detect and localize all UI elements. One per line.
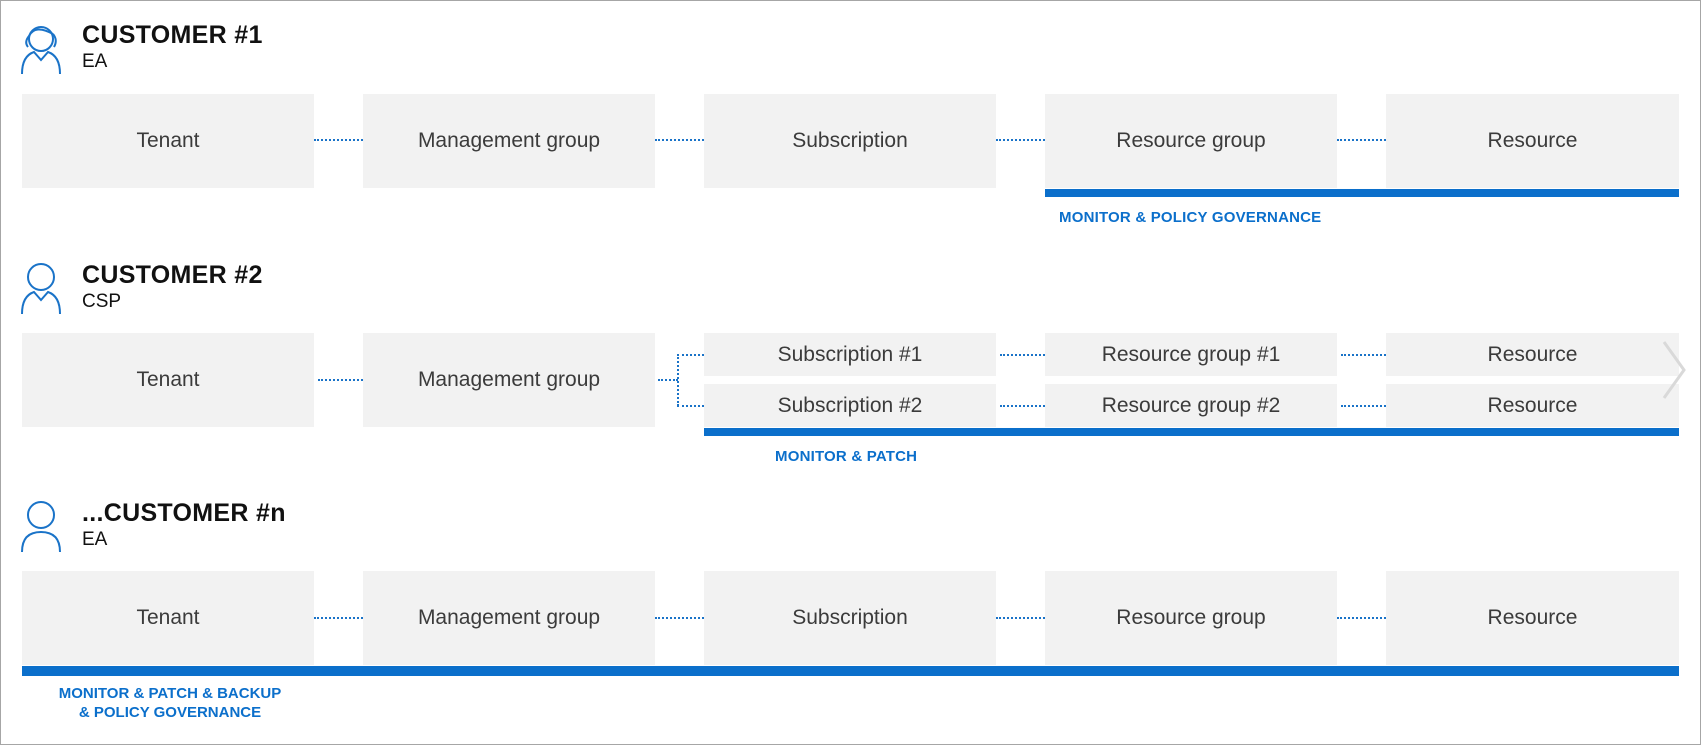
scope-bar	[1045, 189, 1679, 197]
resource-group-box: Resource group	[1045, 571, 1337, 665]
connector-line	[655, 617, 704, 619]
resource-group-box: Resource group	[1045, 94, 1337, 188]
resource-box: Resource	[1386, 333, 1679, 376]
woman-user-icon	[21, 26, 61, 75]
customer-n-title: ...CUSTOMER #n	[82, 499, 286, 527]
connector-line	[996, 617, 1045, 619]
customer-2-subtitle: CSP	[82, 291, 122, 312]
connector-line	[1000, 405, 1045, 407]
man-user-icon	[21, 263, 61, 315]
connector-line	[1000, 354, 1045, 356]
customer-1-subtitle: EA	[82, 51, 108, 72]
customer-n-subtitle: EA	[82, 529, 108, 550]
scope-bar	[704, 428, 1679, 436]
connector-line	[1341, 405, 1386, 407]
management-group-box: Management group	[363, 94, 655, 188]
chevron-right-icon	[1662, 341, 1686, 399]
connector-line	[655, 139, 704, 141]
resource-box: Resource	[1386, 94, 1679, 188]
scope-caption-line: MONITOR & PATCH & BACKUP	[58, 685, 282, 702]
management-group-box: Management group	[363, 571, 655, 665]
connector-line	[1341, 354, 1386, 356]
tenant-box: Tenant	[22, 94, 314, 188]
customer-2-title: CUSTOMER #2	[82, 261, 263, 289]
scope-bar	[22, 666, 1679, 676]
connector-line	[1337, 139, 1386, 141]
subscription-box: Subscription	[704, 571, 996, 665]
resource-group-1-box: Resource group #1	[1045, 333, 1337, 376]
subscription-1-box: Subscription #1	[704, 333, 996, 376]
scope-caption: MONITOR & PATCH & BACKUP & POLICY GOVERN…	[50, 684, 290, 722]
connector-line	[318, 379, 363, 381]
connector-line	[314, 617, 363, 619]
connector-line	[314, 139, 363, 141]
connector-line	[658, 379, 678, 381]
branch-connector	[677, 354, 679, 406]
connector-line	[677, 354, 704, 356]
user-icon	[21, 501, 61, 553]
subscription-2-box: Subscription #2	[704, 384, 996, 427]
connector-line	[996, 139, 1045, 141]
scope-caption: MONITOR & PATCH	[775, 448, 918, 465]
tenant-box: Tenant	[22, 333, 314, 427]
scope-caption-line: & POLICY GOVERNANCE	[78, 704, 262, 721]
management-group-box: Management group	[363, 333, 655, 427]
resource-box: Resource	[1386, 571, 1679, 665]
subscription-box: Subscription	[704, 94, 996, 188]
scope-caption: MONITOR & POLICY GOVERNANCE	[1059, 209, 1322, 226]
resource-group-2-box: Resource group #2	[1045, 384, 1337, 427]
connector-line	[1337, 617, 1386, 619]
tenant-box: Tenant	[22, 571, 314, 665]
customer-1-title: CUSTOMER #1	[82, 21, 263, 49]
connector-line	[677, 405, 704, 407]
resource-box: Resource	[1386, 384, 1679, 427]
